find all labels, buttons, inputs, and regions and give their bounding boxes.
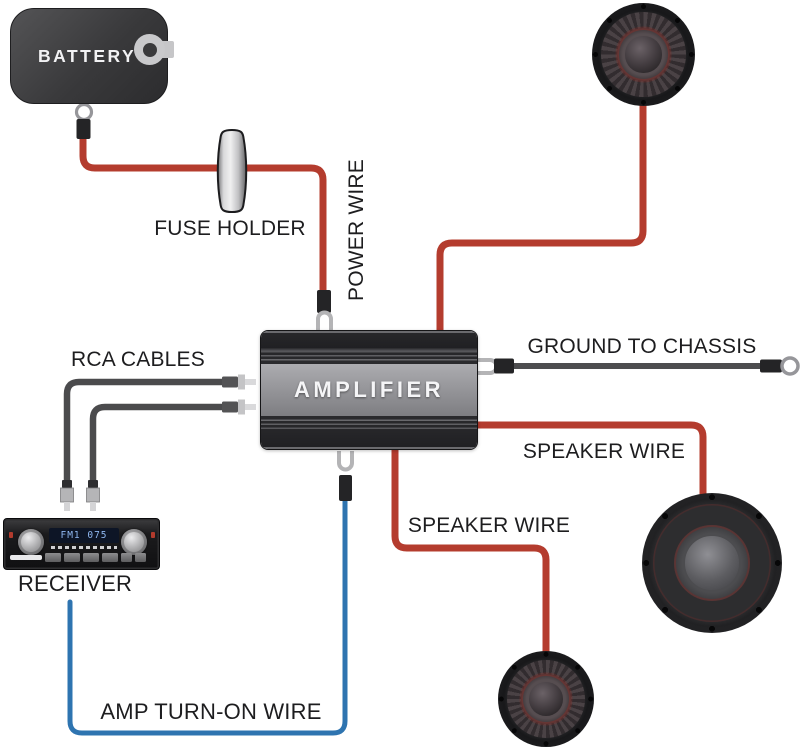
fuse-holder-barrel	[216, 128, 248, 214]
turn-on-terminal-sleeve	[339, 475, 352, 501]
rca-plug-amp-lower-icon	[222, 399, 256, 415]
speaker-bottom	[498, 651, 594, 747]
amp-turn-on-wire-label: AMP TURN-ON WIRE	[100, 699, 322, 724]
ring-terminal-chassis-icon	[780, 356, 800, 376]
rca-cable-upper	[63, 378, 228, 488]
receiver: FM1 075	[3, 518, 160, 570]
tuner-knob	[121, 529, 147, 555]
rca-plug-receiver-left-icon	[60, 480, 74, 511]
battery-label: BATTERY	[38, 46, 137, 66]
receiver-label: RECEIVER	[17, 571, 133, 596]
amplifier-label: AMPLIFIER	[293, 377, 445, 402]
receiver-accent-button	[151, 532, 155, 538]
amp-turn-on-wire	[67, 497, 348, 736]
preset-button	[135, 553, 146, 562]
speaker-wire-right-label: SPEAKER WIRE	[522, 440, 686, 463]
receiver-accent-button	[9, 532, 13, 538]
speaker-wire-right	[472, 421, 707, 499]
speaker-top-right	[592, 3, 695, 106]
rca-plug-receiver-right-icon	[86, 480, 100, 511]
cd-slot	[10, 555, 42, 560]
fork-terminal-ground-icon	[478, 358, 499, 375]
battery-ring-terminal-icon	[134, 34, 165, 65]
speaker-wire-bottom-label: SPEAKER WIRE	[407, 514, 571, 537]
power-wire-label: POWER WIRE	[345, 159, 368, 301]
ground-to-chassis-label: GROUND TO CHASSIS	[527, 335, 757, 358]
amplifier: AMPLIFIER	[260, 330, 478, 450]
preset-button	[121, 553, 132, 562]
ground-terminal-sleeve	[494, 358, 514, 374]
volume-knob	[18, 529, 44, 555]
ring-terminal-battery-icon	[74, 102, 94, 122]
power-terminal-sleeve	[317, 290, 331, 313]
speaker-wire-bottom	[391, 445, 550, 657]
preset-button	[64, 553, 80, 562]
receiver-display: FM1 075	[49, 528, 119, 543]
receiver-model-text	[51, 546, 117, 549]
receiver-button-row	[10, 552, 153, 563]
power-wire-battery-segment	[79, 132, 222, 172]
amplifier-heatsink-bottom	[261, 416, 477, 449]
fork-terminal-power-icon	[316, 310, 333, 330]
ground-end-sleeve	[760, 359, 782, 373]
rca-cables-label: RCA CABLES	[71, 348, 205, 371]
amplifier-heatsink-top	[261, 331, 477, 364]
subwoofer	[642, 493, 782, 633]
fork-terminal-turn-on-icon	[337, 451, 354, 472]
preset-button	[45, 553, 61, 562]
battery-wire-sleeve	[76, 119, 91, 139]
speaker-wire-top	[436, 96, 647, 335]
power-wire-amp-segment	[242, 164, 327, 296]
fuse-holder-label: FUSE HOLDER	[154, 217, 306, 240]
rca-plug-amp-upper-icon	[222, 374, 256, 390]
preset-button	[83, 553, 99, 562]
rca-cable-lower	[89, 403, 228, 488]
battery: BATTERY	[10, 8, 174, 104]
preset-button	[102, 553, 118, 562]
